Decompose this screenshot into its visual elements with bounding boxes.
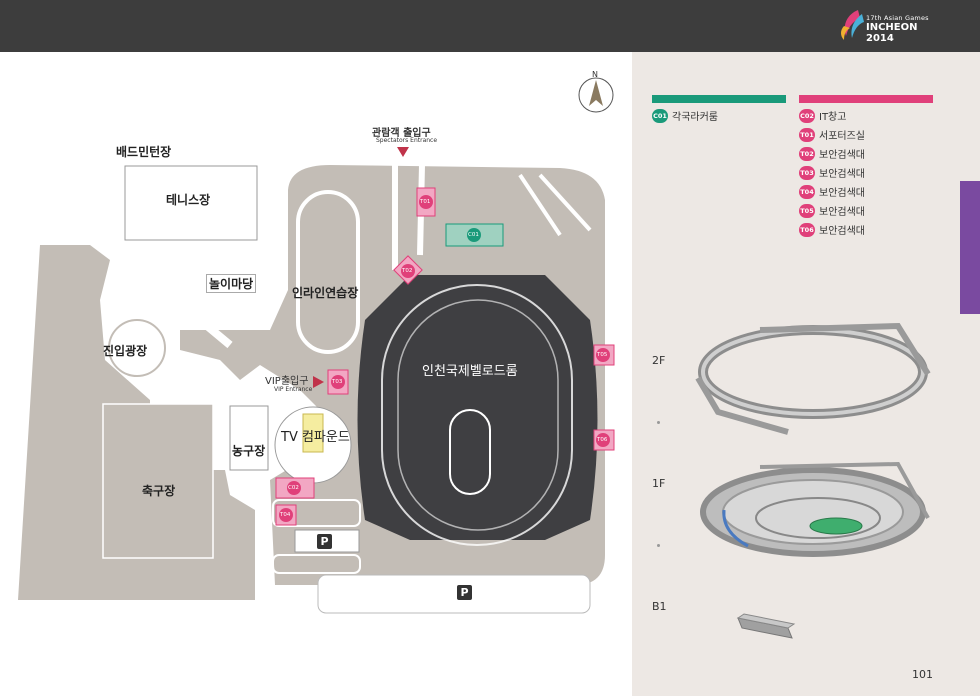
marker-t04: T04 xyxy=(280,512,291,518)
legend-item-t03: T03 보안검색대 xyxy=(799,165,865,180)
legend-item-c02: C02 IT창고 xyxy=(799,108,846,123)
parking-icon: P xyxy=(457,585,472,600)
marker-t05: T05 xyxy=(597,352,608,358)
t02-badge-icon: T02 xyxy=(799,146,815,161)
t05-badge-icon: T05 xyxy=(799,203,815,218)
marker-t02: T02 xyxy=(402,268,413,274)
basketball-court xyxy=(229,405,269,471)
t04-badge-icon: T04 xyxy=(799,184,815,199)
north-label: N xyxy=(592,70,598,79)
floor-label-b1: B1 xyxy=(652,600,667,613)
marker-c01: C01 xyxy=(468,232,479,238)
bullet-dot xyxy=(657,544,660,547)
legend-pink-bar xyxy=(799,95,933,103)
spectator-entrance-arrow-icon xyxy=(397,147,409,157)
tennis-court xyxy=(124,165,258,241)
venue-map: N 관람객 출입구 Spectators Entrance 배드민턴장 테니스장… xyxy=(0,52,632,696)
vip-entrance-label: VIP출입구 xyxy=(265,376,309,387)
vip-entrance-en-label: VIP Entrance xyxy=(274,386,313,393)
legend-item-label: 보안검색대 xyxy=(819,188,865,199)
vip-entrance-arrow-icon xyxy=(313,376,324,388)
spectator-entrance-label: 관람객 출입구 xyxy=(372,128,431,139)
entry-plaza-label: 진입광장 xyxy=(103,344,148,358)
legend-item-label: 각국라커룸 xyxy=(672,112,718,123)
velodrome-building xyxy=(357,275,598,540)
legend-item-label: 보안검색대 xyxy=(819,226,865,237)
floor-b1-diagram xyxy=(736,613,796,639)
parking-icon: P xyxy=(317,534,332,549)
floor-2f-diagram xyxy=(695,322,931,435)
basketball-label: 농구장 xyxy=(232,444,266,458)
t03-badge-icon: T03 xyxy=(799,165,815,180)
section-tab xyxy=(960,181,980,314)
c01-badge-icon: C01 xyxy=(652,108,668,123)
asian-games-logo: 17th Asian Games INCHEON 2014 xyxy=(836,8,946,44)
site-plan xyxy=(18,77,615,614)
c02-badge-icon: C02 xyxy=(799,108,815,123)
logo-title: INCHEON 2014 xyxy=(866,22,918,44)
velodrome-infield xyxy=(449,409,491,495)
playground-label: 놀이마당 xyxy=(206,274,257,293)
marker-t01: T01 xyxy=(420,199,431,205)
spectator-entrance-en-label: Spectators Entrance xyxy=(376,137,438,144)
legend-item-label: 보안검색대 xyxy=(819,169,865,180)
floor-diagrams xyxy=(695,322,931,639)
badminton-label: 배드민턴장 xyxy=(116,145,172,159)
legend-item-c01: C01 각국라커룸 xyxy=(652,108,718,123)
bullet-dot xyxy=(657,421,660,424)
legend-item-t02: T02 보안검색대 xyxy=(799,146,865,161)
t06-badge-icon: T06 xyxy=(799,222,815,237)
header-bar: 17th Asian Games INCHEON 2014 xyxy=(0,0,980,52)
logo-subtitle: 17th Asian Games xyxy=(866,14,929,22)
legend-item-label: 서포터즈실 xyxy=(819,131,865,142)
legend-green-bar xyxy=(652,95,786,103)
page-number: 101 xyxy=(912,668,933,681)
tennis-label: 테니스장 xyxy=(166,193,211,207)
floor-label-2f: 2F xyxy=(652,354,666,367)
t01-badge-icon: T01 xyxy=(799,127,815,142)
marker-t03: T03 xyxy=(332,379,343,385)
floor-1f-diagram xyxy=(700,461,930,557)
floor-label-1f: 1F xyxy=(652,477,666,490)
parking-lot-outer xyxy=(317,574,591,614)
legend-item-t05: T05 보안검색대 xyxy=(799,203,865,218)
legend-item-label: 보안검색대 xyxy=(819,207,865,218)
tv-compound-label: TV 컴파운드 xyxy=(281,430,350,445)
marker-t06: T06 xyxy=(597,437,608,443)
legend-item-label: 보안검색대 xyxy=(819,150,865,161)
inline-rink-label: 인라인연습장 xyxy=(292,286,359,300)
soccer-label: 축구장 xyxy=(142,484,176,498)
inline-track xyxy=(296,190,360,354)
marker-c02: C02 xyxy=(288,485,299,491)
soccer-field xyxy=(102,403,214,559)
legend-item-t04: T04 보안검색대 xyxy=(799,184,865,199)
legend-item-t01: T01 서포터즈실 xyxy=(799,127,865,142)
torch-logo-icon xyxy=(841,10,864,40)
velodrome-label: 인천국제벨로드롬 xyxy=(422,364,518,379)
legend-item-label: IT창고 xyxy=(819,112,847,123)
legend-item-t06: T06 보안검색대 xyxy=(799,222,865,237)
